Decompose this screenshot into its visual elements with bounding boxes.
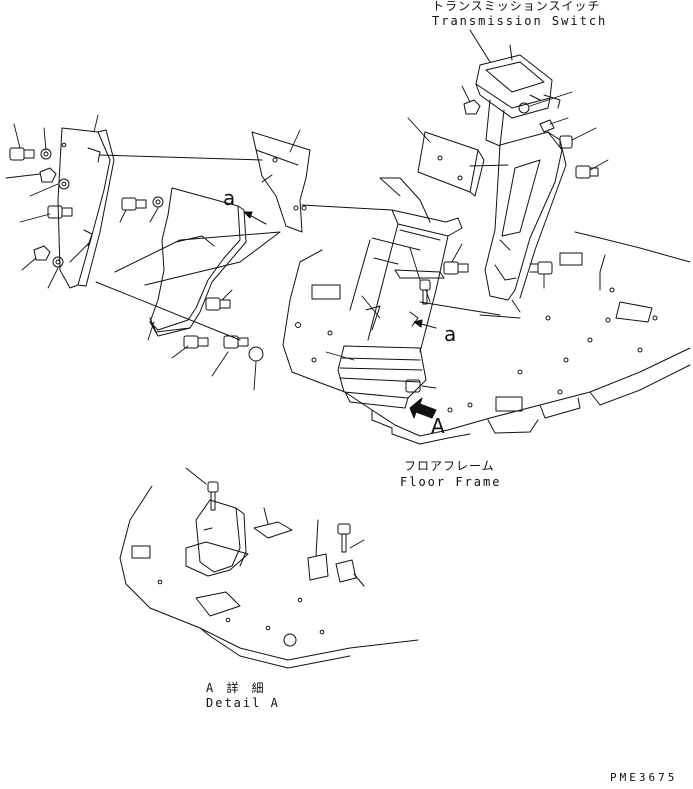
transmission-switch-label-jp: トランスミッションスイッチ — [432, 0, 601, 13]
bolt — [559, 135, 573, 149]
rear-cover-panel — [484, 131, 567, 301]
nut — [39, 167, 57, 183]
washer — [518, 102, 530, 114]
view-a-arrow — [409, 397, 437, 419]
bolt — [529, 261, 553, 275]
bolt — [223, 335, 249, 349]
console-column — [337, 209, 463, 409]
bolt — [9, 147, 35, 161]
detail-a-view — [119, 467, 419, 669]
transmission-switch — [469, 29, 561, 147]
view-arrows — [243, 211, 437, 329]
bolt — [183, 335, 209, 349]
washer — [152, 196, 164, 208]
bolt — [443, 261, 469, 275]
view-marker-a-upper: a — [223, 186, 236, 210]
washer — [58, 178, 70, 190]
detail-a-label-jp: A 詳 細 — [206, 681, 267, 695]
center-bracket — [251, 131, 311, 233]
floor-frame — [282, 231, 691, 445]
floor-frame-label: Floor Frame — [400, 475, 502, 489]
left-console-body — [149, 187, 247, 337]
bolt — [47, 205, 73, 219]
washer — [40, 148, 52, 160]
left-side-panel — [57, 127, 115, 289]
drawing-code: PME3675 — [610, 771, 678, 784]
bolt — [121, 197, 147, 211]
view-marker-a-right: a — [444, 322, 457, 346]
nut — [463, 99, 481, 115]
bolt — [419, 279, 431, 305]
fasteners — [9, 99, 599, 393]
assembly-reference-lines — [95, 154, 521, 341]
detail-a-label: Detail A — [206, 696, 280, 710]
view-marker-a: A — [431, 414, 445, 438]
leader-lines — [5, 85, 609, 391]
transmission-switch-label: Transmission Switch — [432, 14, 608, 28]
clip — [539, 119, 555, 133]
upper-bracket — [417, 131, 485, 197]
floor-frame-label-jp: フロアフレーム — [404, 459, 495, 473]
washer — [52, 256, 64, 268]
bolt — [205, 297, 231, 311]
cap — [248, 346, 264, 362]
bolt — [405, 379, 421, 393]
